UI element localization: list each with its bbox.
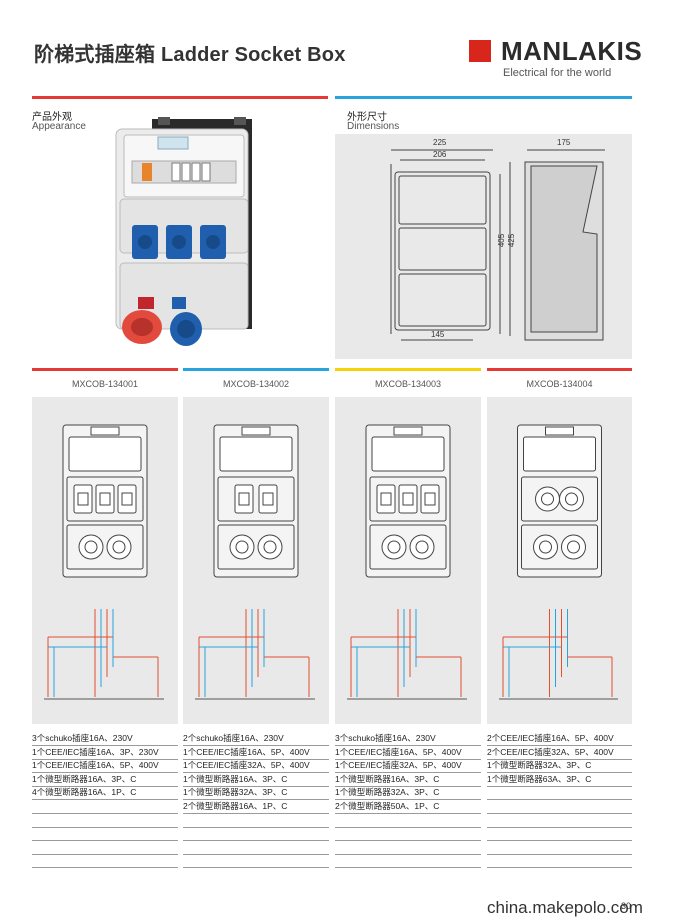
spec-empty-row (335, 854, 481, 869)
dim-width-outer: 225 (433, 138, 447, 147)
brand-logo-square (469, 40, 491, 62)
spec-empty-row (335, 827, 481, 842)
spec-empty-row (487, 827, 632, 842)
spec-empty-row (487, 814, 632, 828)
dimensions-bar (335, 96, 632, 99)
spec-row: 3个schuko插座16A、230V (335, 732, 481, 746)
model-code: MXCOB-134001 (71, 379, 139, 389)
spec-row: 1个CEE/IEC插座32A、5P、400V (183, 759, 329, 774)
spec-row: 1个CEE/IEC插座32A、5P、400V (335, 759, 481, 774)
spec-row: 1个微型断路器16A、3P、C (32, 773, 178, 787)
dim-bottom: 145 (431, 330, 445, 339)
spec-row: 2个CEE/IEC插座32A、5P、400V (487, 746, 632, 760)
spec-row: 1个CEE/IEC插座16A、3P、230V (32, 746, 178, 760)
spec-row: 1个CEE/IEC插座16A、5P、400V (335, 746, 481, 760)
dim-side: 175 (557, 138, 571, 147)
spec-empty-row (183, 841, 329, 855)
model-diagram-panel (487, 397, 632, 724)
spec-empty-row (335, 814, 481, 828)
model-column: MXCOB-134001 (32, 368, 178, 869)
model-diagram-panel (32, 397, 178, 724)
spec-empty-row (487, 854, 632, 869)
spec-empty-row (487, 841, 632, 855)
spec-empty-row (32, 841, 178, 855)
model-column: MXCOB-134002 (183, 368, 329, 869)
page-title: 阶梯式插座箱 Ladder Socket Box (34, 44, 346, 66)
appearance-label-zh: 产品外观 (32, 112, 72, 123)
spec-row: 4个微型断路器16A、1P、C (32, 786, 178, 801)
dimensions-label-zh: 外形尺寸 (347, 112, 387, 123)
spec-row: 2个微型断路器16A、1P、C (183, 800, 329, 814)
model-diagram-panel (335, 397, 481, 724)
spec-empty-row (32, 800, 178, 814)
model-bar (183, 368, 329, 371)
spec-row: 1个CEE/IEC插座16A、5P、400V (32, 759, 178, 774)
model-column: MXCOB-134004 (487, 368, 632, 869)
spec-empty-row (487, 800, 632, 814)
product-photo (112, 117, 270, 357)
model-bar (335, 368, 481, 371)
dimensions-label-en: Dimensions (347, 121, 400, 132)
model-code: MXCOB-134002 (222, 379, 290, 389)
page-number: 30 (621, 901, 632, 911)
dim-height-inner: 405 (497, 233, 507, 248)
model-bar (32, 368, 178, 371)
model-code: MXCOB-134004 (526, 379, 593, 389)
appearance-bar (32, 96, 328, 99)
spec-row: 3个schuko插座16A、230V (32, 732, 178, 746)
watermark: china.makepolo.com (487, 898, 643, 917)
model-diagram-panel (183, 397, 329, 724)
spec-empty-row (183, 814, 329, 828)
brand-name: MANLAKIS (501, 36, 643, 66)
spec-row: 1个微型断路器32A、3P、C (335, 786, 481, 801)
appearance-label-en: Appearance (32, 121, 86, 132)
dim-width-inner: 206 (433, 150, 447, 159)
model-bar (487, 368, 632, 371)
spec-empty-row (32, 814, 178, 828)
spec-empty-row (32, 854, 178, 869)
model-column: MXCOB-134003 (335, 368, 481, 869)
spec-row: 1个微型断路器32A、3P、C (487, 759, 632, 774)
spec-row: 2个CEE/IEC插座16A、5P、400V (487, 732, 632, 746)
spec-row: 1个微型断路器32A、3P、C (183, 786, 329, 801)
spec-empty-row (183, 854, 329, 869)
spec-row: 2个schuko插座16A、230V (183, 732, 329, 746)
dim-height-outer: 425 (507, 233, 517, 248)
model-code: MXCOB-134003 (374, 379, 442, 389)
spec-empty-row (183, 827, 329, 842)
dimensions-panel: 225 206 405 425 145 175 (335, 134, 632, 359)
spec-empty-row (32, 827, 178, 842)
spec-row: 1个微型断路器16A、3P、C (183, 773, 329, 787)
spec-row: 1个CEE/IEC插座16A、5P、400V (183, 746, 329, 760)
spec-row: 1个微型断路器63A、3P、C (487, 773, 632, 787)
spec-row: 2个微型断路器50A、1P、C (335, 800, 481, 814)
brand-tagline: Electrical for the world (503, 67, 612, 79)
spec-empty-row (487, 786, 632, 801)
spec-empty-row (335, 841, 481, 855)
spec-row: 1个微型断路器16A、3P、C (335, 773, 481, 787)
